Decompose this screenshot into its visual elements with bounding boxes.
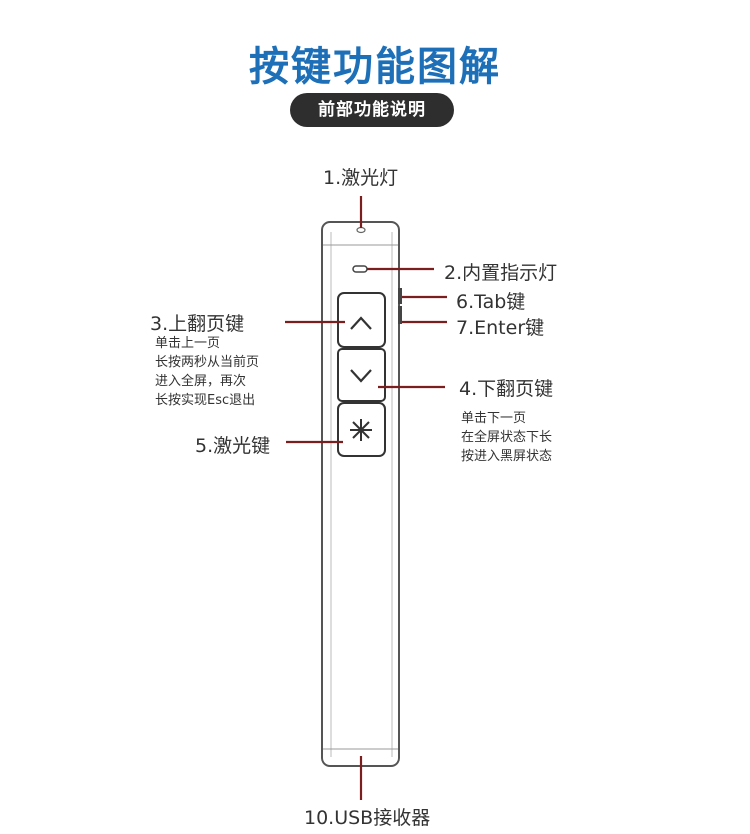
label-indicator: 2.内置指示灯 (444, 262, 558, 284)
indicator-led-icon (352, 265, 368, 273)
page-down-button (337, 348, 386, 402)
page-title: 按键功能图解 (249, 44, 501, 90)
page-up-description: 单击上一页 长按两秒从当前页 进入全屏，再次 长按实现Esc退出 (155, 336, 260, 408)
chevron-up-icon (350, 316, 372, 330)
label-laser-key: 5.激光键 (195, 435, 271, 457)
label-laser: 1.激光灯 (323, 167, 399, 189)
chevron-down-icon (350, 369, 372, 383)
label-enter: 7.Enter键 (456, 317, 545, 339)
page-down-description: 单击下一页 在全屏状态下长 按进入黑屏状态 (461, 411, 553, 464)
label-page-up: 3.上翻页键 (150, 313, 245, 335)
label-tab: 6.Tab键 (456, 291, 526, 313)
label-page-down: 4.下翻页键 (459, 378, 554, 400)
label-usb: 10.USB接收器 (304, 807, 431, 829)
laser-asterisk-icon (350, 419, 372, 441)
section-badge: 前部功能说明 (290, 93, 454, 127)
